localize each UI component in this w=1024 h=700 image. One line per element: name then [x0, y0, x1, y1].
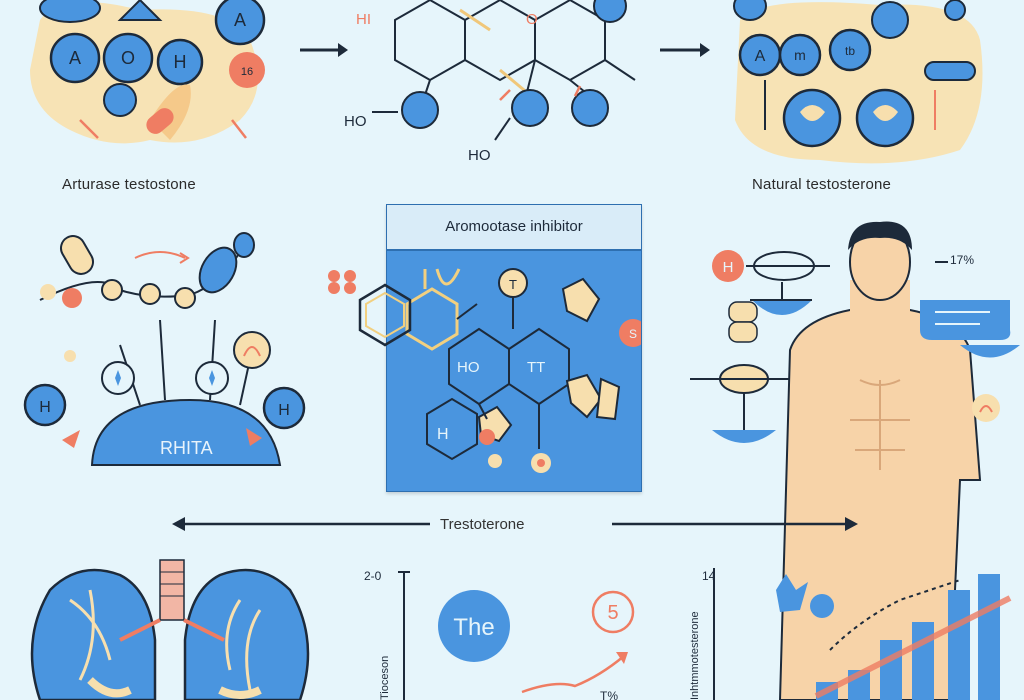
svg-text:Tioceson: Tioceson — [379, 656, 391, 700]
top-left-molecule-cluster: A O H A 16 — [30, 0, 266, 144]
label-trestoterone: Trestoterone — [440, 516, 525, 533]
svg-text:5: 5 — [607, 602, 618, 624]
svg-text:O: O — [121, 48, 135, 68]
middle-left-chain-diagram: RHITA H H — [23, 232, 306, 466]
arrow-double-icon — [172, 517, 858, 531]
arrow-right-icon — [660, 43, 710, 57]
aromatase-inhibitor-panel: Aromootase inhibitor HO TT H T S — [386, 204, 642, 492]
svg-text:tb: tb — [845, 44, 855, 58]
svg-text:m: m — [794, 47, 806, 63]
svg-text:H: H — [39, 399, 51, 416]
svg-text:H: H — [278, 402, 290, 419]
bar-chart-icon: 14 Inhtmmotesterone — [689, 568, 1012, 700]
svg-text:17%: 17% — [950, 253, 974, 267]
svg-text:TT: TT — [527, 359, 545, 376]
svg-text:S: S — [629, 327, 637, 341]
svg-text:A: A — [755, 48, 766, 65]
svg-text:16: 16 — [241, 66, 253, 78]
panel-title: Aromootase inhibitor — [387, 205, 641, 251]
svg-text:A: A — [234, 10, 246, 30]
hexagon-icon — [358, 283, 412, 347]
label-arturase-testostone: Arturase testostone — [62, 176, 196, 193]
svg-text:The: The — [453, 614, 494, 641]
atom-a-icon — [49, 32, 101, 84]
lungs-icon — [30, 559, 310, 700]
svg-text:HO: HO — [344, 113, 367, 130]
svg-text:2-0: 2-0 — [364, 569, 382, 583]
flower-icon — [322, 262, 362, 302]
svg-text:HO: HO — [457, 359, 480, 376]
svg-text:HO: HO — [468, 147, 491, 164]
svg-text:H: H — [437, 426, 449, 443]
molecule-icon: HO TT H T S — [405, 268, 641, 473]
svg-text:T: T — [509, 277, 517, 292]
svg-text:14: 14 — [702, 569, 716, 583]
arrow-right-icon — [300, 43, 348, 57]
svg-text:Inhtmmotesterone: Inhtmmotesterone — [689, 611, 701, 700]
atom-h-icon — [156, 38, 204, 86]
line-chart-icon: 2-0 Tioceson The 5 T% — [364, 569, 635, 700]
atom-o-icon — [102, 32, 154, 84]
svg-text:HI: HI — [356, 11, 371, 28]
label-natural-testosterone: Natural testosterone — [752, 176, 892, 193]
svg-text:H: H — [174, 52, 187, 72]
svg-text:RHITA: RHITA — [160, 438, 213, 458]
top-right-molecule-cluster: A m tb — [733, 0, 983, 164]
svg-text:A: A — [69, 48, 81, 68]
svg-text:O: O — [526, 11, 538, 28]
svg-text:T%: T% — [600, 689, 618, 700]
svg-text:H: H — [723, 259, 734, 276]
